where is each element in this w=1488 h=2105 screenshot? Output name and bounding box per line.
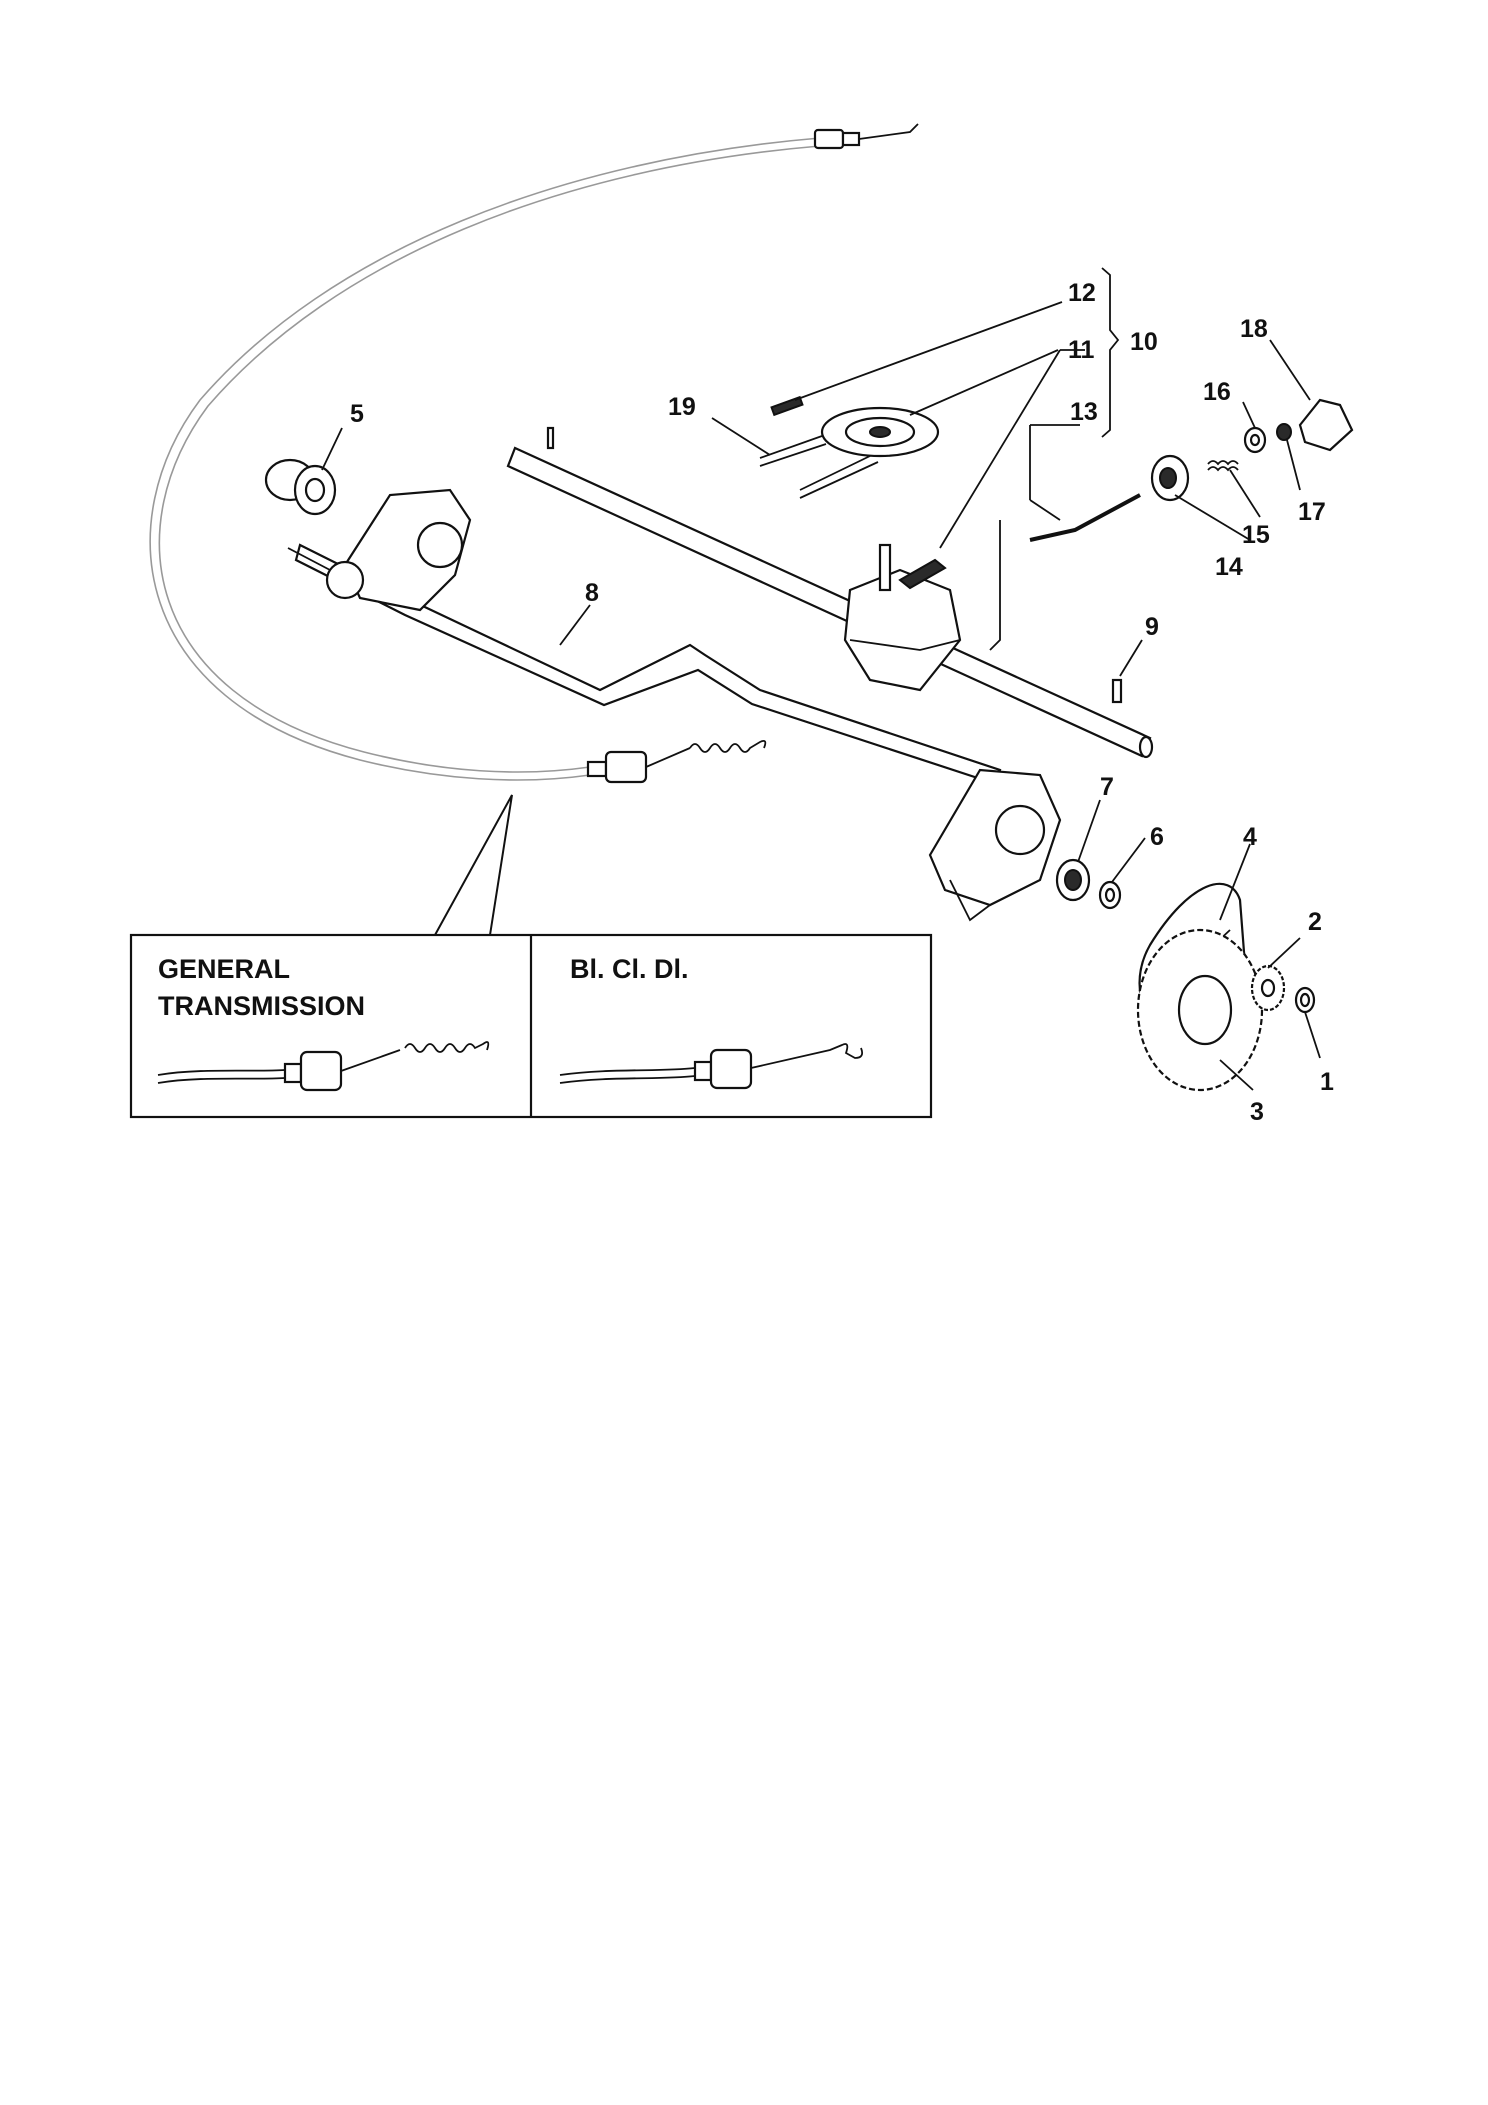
callout-13: 13 bbox=[1070, 398, 1098, 426]
callout-9: 9 bbox=[1145, 613, 1159, 641]
variant-bl-cl-dl: Bl. Cl. Dl. bbox=[559, 954, 864, 1090]
callout-labels: 1 2 3 4 5 6 7 8 9 10 11 12 13 14 15 16 1… bbox=[350, 279, 1334, 1126]
part-pulley bbox=[759, 406, 940, 499]
part-washer bbox=[1098, 880, 1122, 910]
part-pin bbox=[770, 395, 804, 417]
callout-1: 1 bbox=[1320, 1068, 1334, 1096]
part-bush bbox=[264, 458, 337, 516]
variant-right-title: Bl. Cl. Dl. bbox=[570, 954, 689, 984]
callout-3: 3 bbox=[1250, 1098, 1264, 1126]
variant-box: GENERAL TRANSMISSION Bl. Cl. Dl. bbox=[129, 794, 933, 1119]
variant-general-transmission: GENERAL TRANSMISSION bbox=[157, 954, 490, 1092]
part-ring bbox=[1294, 986, 1316, 1014]
callout-11: 11 bbox=[1068, 336, 1095, 364]
part-knob-assembly bbox=[1150, 398, 1354, 502]
callout-4: 4 bbox=[1243, 823, 1257, 851]
cable-top-fitting bbox=[813, 123, 919, 150]
control-cable bbox=[149, 123, 919, 784]
callout-14: 14 bbox=[1215, 553, 1243, 581]
callout-2: 2 bbox=[1308, 908, 1322, 936]
part-gearbox bbox=[843, 543, 962, 692]
callout-7: 7 bbox=[1100, 773, 1114, 801]
callout-5: 5 bbox=[350, 400, 364, 428]
part-axle-shaft bbox=[506, 426, 1154, 759]
callout-12: 12 bbox=[1068, 279, 1096, 307]
part-left-bracket bbox=[287, 488, 472, 612]
cable-bottom-fitting bbox=[586, 739, 767, 784]
part-drive-gear bbox=[1136, 928, 1264, 1092]
callout-19: 19 bbox=[668, 393, 696, 421]
part-pinion bbox=[1250, 964, 1286, 1012]
callout-8: 8 bbox=[585, 579, 599, 607]
callout-15: 15 bbox=[1242, 521, 1270, 549]
part-bearing bbox=[1055, 858, 1091, 902]
callout-16: 16 bbox=[1203, 378, 1231, 406]
part-lever-rod bbox=[1029, 493, 1141, 542]
leader-lines bbox=[321, 267, 1321, 1091]
callout-18: 18 bbox=[1240, 315, 1268, 343]
callout-17: 17 bbox=[1298, 498, 1326, 526]
part-right-bracket bbox=[928, 768, 1062, 922]
variant-left-title-line1: GENERAL bbox=[158, 954, 290, 984]
variant-left-title-line2: TRANSMISSION bbox=[158, 991, 365, 1021]
callout-6: 6 bbox=[1150, 823, 1164, 851]
part-roll-pin bbox=[1111, 678, 1123, 704]
callout-10: 10 bbox=[1130, 328, 1158, 356]
